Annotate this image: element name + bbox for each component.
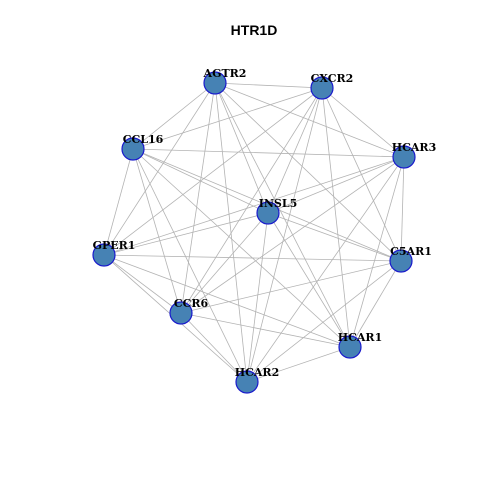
edge-cxcr2-hcar1 bbox=[321, 87, 351, 348]
edge-hcar3-hcar2 bbox=[246, 156, 405, 383]
node-insl5: INSL5 bbox=[256, 197, 298, 225]
node-circle bbox=[338, 335, 362, 359]
node-circle bbox=[392, 145, 416, 169]
edge-cxcr2-gper1 bbox=[103, 87, 323, 256]
edge-c5ar1-ccr6 bbox=[180, 260, 402, 314]
node-hcar3: HCAR3 bbox=[392, 141, 436, 169]
node-label: HCAR1 bbox=[338, 331, 382, 344]
edge-ccl16-ccr6 bbox=[132, 148, 182, 314]
edge-ccl16-hcar2 bbox=[132, 148, 248, 383]
edge-agtr2-gper1 bbox=[103, 82, 216, 256]
edge-gper1-ccr6 bbox=[103, 254, 182, 314]
edge-hcar3-c5ar1 bbox=[400, 156, 405, 262]
edge-agtr2-hcar1 bbox=[214, 82, 351, 348]
node-gper1: GPER1 bbox=[92, 239, 136, 267]
node-circle bbox=[92, 243, 116, 267]
node-hcar1: HCAR1 bbox=[338, 331, 382, 359]
edge-hcar3-gper1 bbox=[103, 156, 405, 256]
node-label: HCAR2 bbox=[235, 366, 279, 379]
node-circle bbox=[169, 301, 193, 325]
node-hcar2: HCAR2 bbox=[235, 366, 279, 394]
edge-ccr6-hcar1 bbox=[180, 312, 351, 348]
edge-agtr2-insl5 bbox=[214, 82, 269, 214]
edge-insl5-hcar1 bbox=[267, 212, 351, 348]
node-ccr6: CCR6 bbox=[169, 297, 209, 325]
node-label: CCR6 bbox=[174, 297, 209, 310]
edge-gper1-c5ar1 bbox=[103, 254, 402, 262]
node-agtr2: AGTR2 bbox=[203, 67, 247, 95]
edge-ccr6-hcar2 bbox=[180, 312, 248, 383]
edge-hcar1-hcar2 bbox=[246, 346, 351, 383]
edge-agtr2-cxcr2 bbox=[214, 82, 323, 89]
edge-insl5-hcar2 bbox=[246, 212, 269, 383]
edge-ccl16-hcar1 bbox=[132, 148, 351, 348]
edge-insl5-c5ar1 bbox=[267, 212, 402, 262]
edge-ccl16-insl5 bbox=[132, 148, 269, 214]
node-circle bbox=[310, 76, 334, 100]
edge-ccl16-gper1 bbox=[103, 148, 134, 256]
node-c5ar1: C5AR1 bbox=[389, 245, 432, 273]
edge-insl5-ccr6 bbox=[180, 212, 269, 314]
node-label: INSL5 bbox=[259, 197, 298, 210]
node-label: CCL16 bbox=[123, 133, 164, 146]
edge-agtr2-ccr6 bbox=[180, 82, 216, 314]
node-label: AGTR2 bbox=[203, 67, 247, 80]
edge-insl5-gper1 bbox=[103, 212, 269, 256]
edge-agtr2-ccl16 bbox=[132, 82, 216, 150]
node-circle bbox=[203, 71, 227, 95]
node-label: GPER1 bbox=[93, 239, 136, 252]
node-cxcr2: CXCR2 bbox=[310, 72, 354, 100]
node-circle bbox=[121, 137, 145, 161]
edge-hcar3-ccr6 bbox=[180, 156, 405, 314]
edge-hcar3-insl5 bbox=[267, 156, 405, 214]
node-circle bbox=[389, 249, 413, 273]
edge-cxcr2-ccl16 bbox=[132, 87, 323, 150]
node-ccl16: CCL16 bbox=[121, 133, 164, 161]
edge-ccl16-hcar3 bbox=[132, 148, 405, 158]
edges-layer bbox=[103, 82, 405, 383]
edge-cxcr2-ccr6 bbox=[180, 87, 323, 314]
edge-cxcr2-insl5 bbox=[267, 87, 323, 214]
edge-c5ar1-hcar1 bbox=[349, 260, 402, 348]
edge-c5ar1-hcar2 bbox=[246, 260, 402, 383]
node-circle bbox=[235, 370, 259, 394]
node-label: HCAR3 bbox=[392, 141, 436, 154]
node-label: CXCR2 bbox=[311, 72, 354, 85]
edge-cxcr2-hcar2 bbox=[246, 87, 323, 383]
figure-title: HTR1D bbox=[231, 22, 278, 38]
edge-gper1-hcar1 bbox=[103, 254, 351, 348]
node-label: C5AR1 bbox=[390, 245, 432, 258]
edge-agtr2-hcar3 bbox=[214, 82, 405, 158]
node-circle bbox=[256, 201, 280, 225]
edge-cxcr2-hcar3 bbox=[321, 87, 405, 158]
